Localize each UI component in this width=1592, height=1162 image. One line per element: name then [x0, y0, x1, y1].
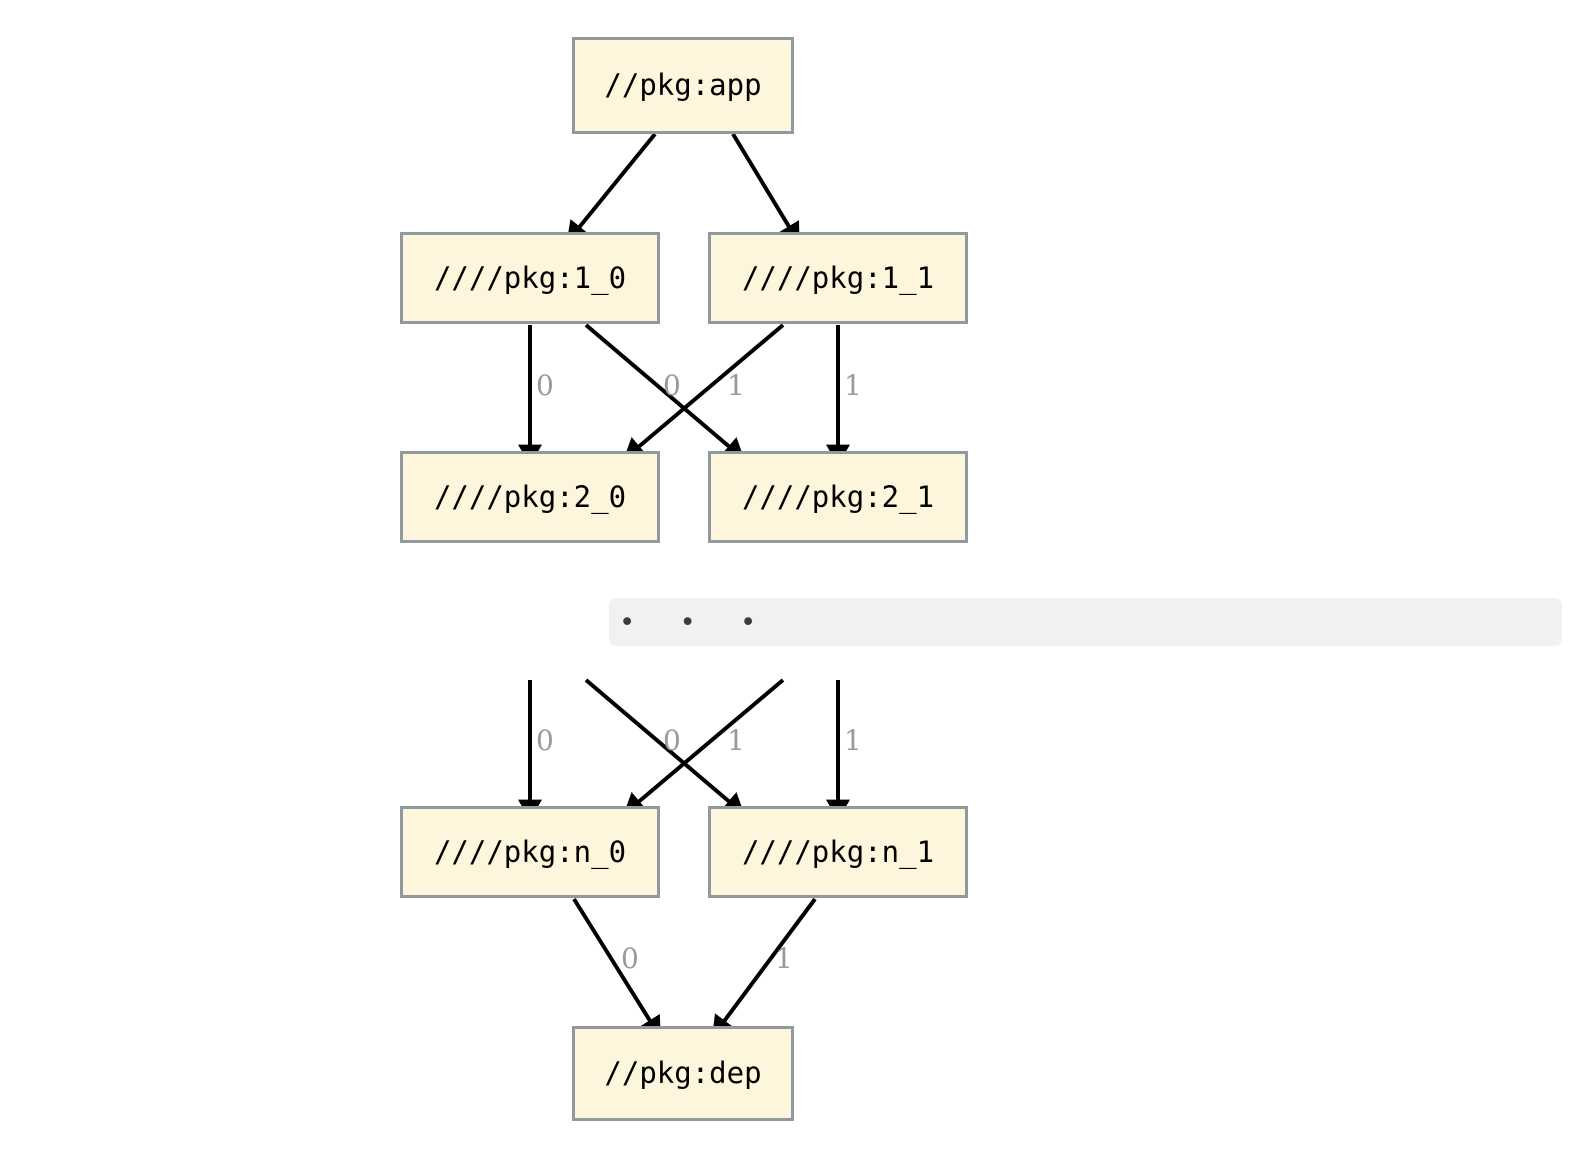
graph-edge [712, 897, 817, 1038]
graph-node-n1_0[interactable]: ////pkg:1_0 [400, 232, 660, 324]
ellipsis-dots: • • • [619, 606, 771, 638]
edge-label: 1 [727, 369, 745, 402]
ellipsis-truncation-band: • • • [609, 598, 1562, 646]
graph-edge [584, 678, 745, 815]
graph-node-app[interactable]: //pkg:app [572, 37, 794, 134]
edge-label: 1 [844, 369, 862, 402]
edge-label: 1 [727, 724, 745, 757]
graph-node-n2_0[interactable]: ////pkg:2_0 [400, 451, 660, 543]
edge-label: 0 [663, 724, 681, 757]
graph-node-label: //pkg:dep [604, 1056, 762, 1090]
graph-node-label: ////pkg:2_0 [433, 479, 627, 514]
edge-label: 1 [775, 942, 793, 975]
graph-node-nn_0[interactable]: ////pkg:n_0 [400, 806, 660, 898]
graph-edge [623, 678, 785, 815]
graph-node-label: ////pkg:2_1 [741, 479, 935, 514]
edge-label: 0 [621, 942, 639, 975]
edge-label: 1 [844, 724, 862, 757]
graph-edge [566, 132, 657, 243]
graph-node-n1_1[interactable]: ////pkg:1_1 [708, 232, 968, 324]
graph-node-n2_1[interactable]: ////pkg:2_1 [708, 451, 968, 543]
graph-edge [572, 897, 661, 1038]
graph-edge [731, 132, 800, 245]
graph-node-dep[interactable]: //pkg:dep [572, 1026, 794, 1121]
graph-edge [623, 323, 785, 460]
graph-node-label: ////pkg:1_1 [741, 260, 935, 295]
graph-node-label: ////pkg:1_0 [433, 260, 627, 295]
graph-node-label: //pkg:app [604, 68, 762, 102]
graph-node-label: ////pkg:n_1 [741, 834, 935, 869]
graph-node-nn_1[interactable]: ////pkg:n_1 [708, 806, 968, 898]
edges-group [518, 132, 850, 1038]
graph-node-label: ////pkg:n_0 [433, 834, 627, 869]
edge-label: 0 [663, 369, 681, 402]
graph-edge [584, 323, 745, 460]
edge-label: 0 [536, 724, 554, 757]
edge-label: 0 [536, 369, 554, 402]
